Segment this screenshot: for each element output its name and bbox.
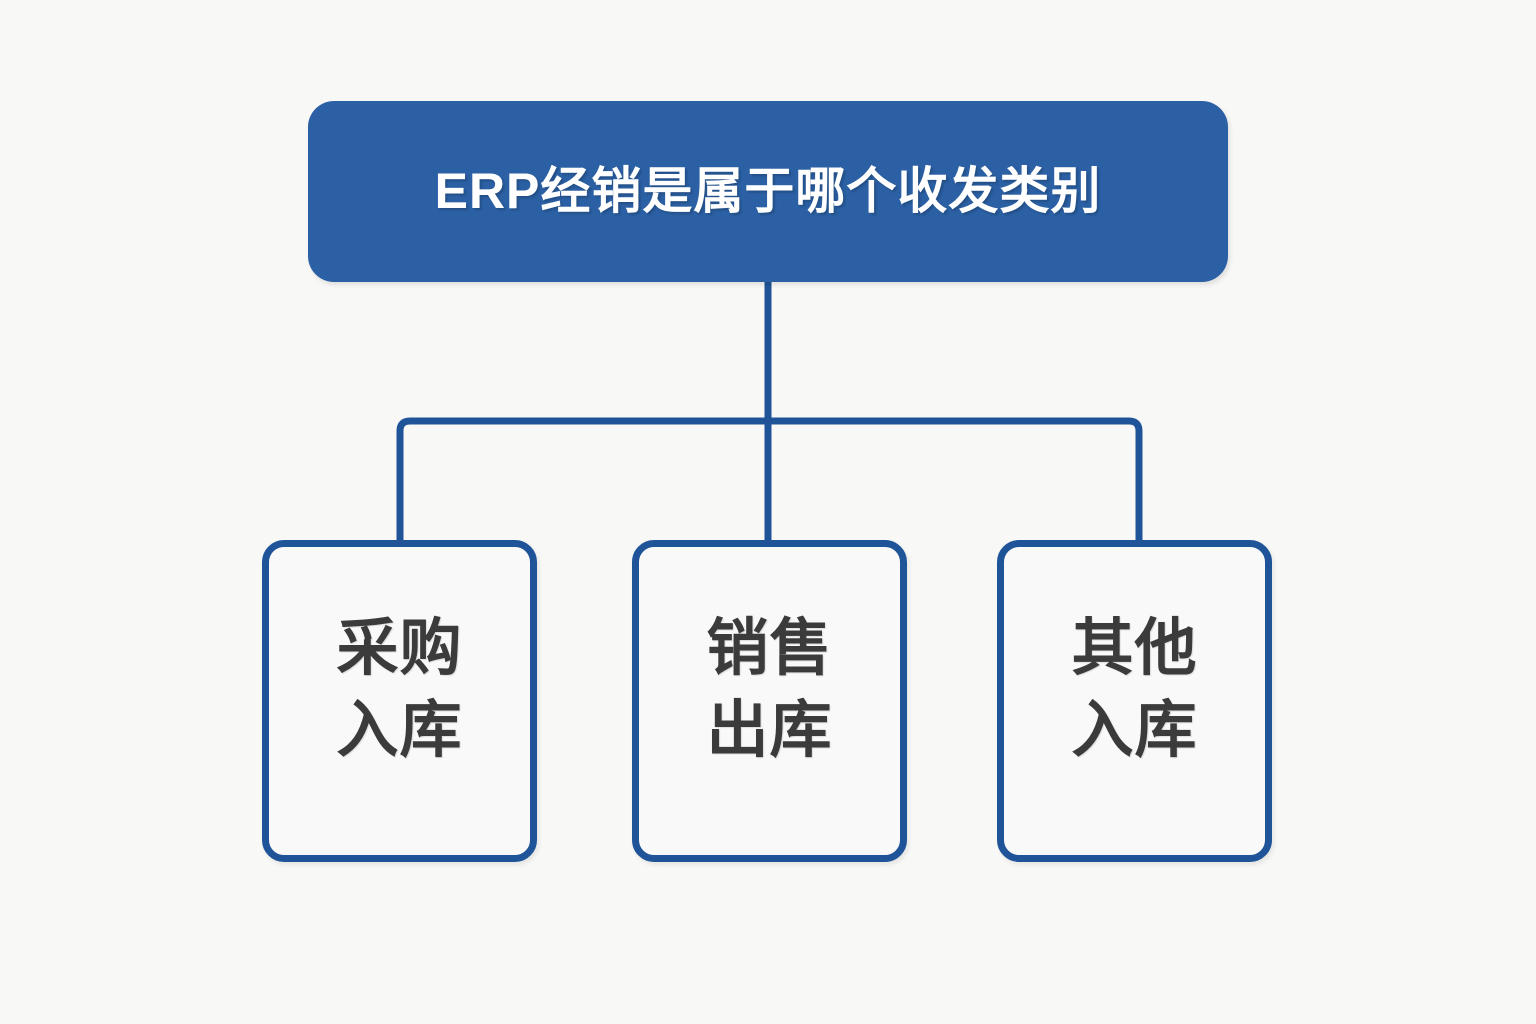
connector-bus-left [396,417,768,540]
leaf-node-label: 销售 出库 [706,614,833,765]
leaf-node-other-inbound[interactable]: 其他 入库 [997,540,1272,862]
connector-bus-right [768,417,1143,540]
leaf-node-sales-outbound[interactable]: 销售 出库 [632,540,907,862]
root-node-label: ERP经销是属于哪个收发类别 [434,163,1102,219]
leaf-node-label: 采购 入库 [336,614,463,765]
leaf-node-purchase-inbound[interactable]: 采购 入库 [262,540,537,862]
leaf-node-label: 其他 入库 [1071,614,1198,765]
root-node-title[interactable]: ERP经销是属于哪个收发类别 [308,101,1228,282]
